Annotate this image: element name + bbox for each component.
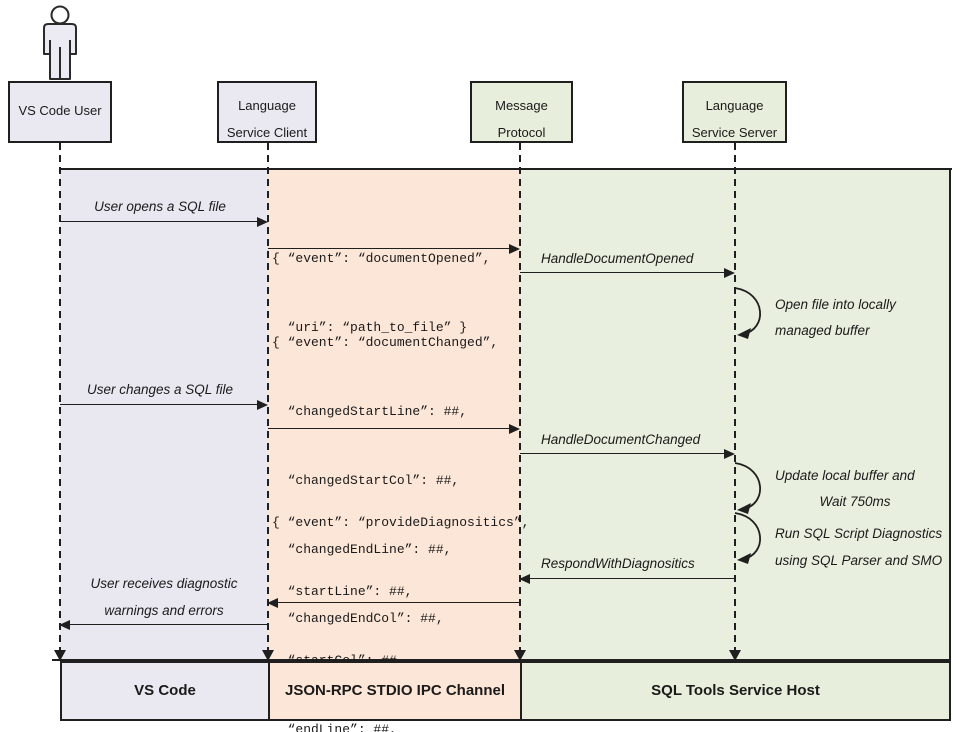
- arrow-document-opened: [268, 248, 512, 249]
- self-loop-icon: [734, 462, 761, 514]
- self-loop-icon: [734, 287, 761, 339]
- message-label-user-opens: User opens a SQL file: [94, 199, 226, 214]
- json-message-document-opened: { “event”: “documentOpened”, “uri”: “pat…: [272, 251, 491, 335]
- lifeline-service-client: [267, 143, 269, 660]
- actor-label: Language: [238, 98, 296, 113]
- actor-box-language-service-client: Language Service Client: [217, 81, 317, 143]
- footer-box-service-host: SQL Tools Service Host: [520, 661, 951, 721]
- actor-label: Message: [495, 98, 548, 113]
- arrow-diagnostics-to-user: [68, 624, 268, 625]
- message-label-handle-document-changed: HandleDocumentChanged: [541, 432, 701, 447]
- self-loop-icon: [734, 512, 761, 564]
- actor-box-vscode-user: VS Code User: [8, 81, 112, 143]
- arrow-handle-document-changed: [520, 453, 727, 454]
- arrow-document-changed: [268, 428, 512, 429]
- lifeline-terminal-line: [52, 659, 951, 661]
- actor-label: Protocol: [497, 125, 546, 140]
- message-label-handle-document-opened: HandleDocumentOpened: [541, 251, 694, 266]
- arrow-diagnostics-to-client: [276, 602, 520, 603]
- loop-annotation-open-file: Open file into locally managed buffer: [775, 297, 896, 338]
- message-label-user-receives: User receives diagnostic warnings and er…: [90, 576, 238, 618]
- arrowhead-down-icon: [729, 650, 741, 661]
- arrowhead-down-icon: [514, 650, 526, 661]
- arrow-handle-document-opened: [520, 272, 727, 273]
- lane-right-border: [949, 168, 951, 660]
- actor-box-language-service-server: Language Service Server: [682, 81, 787, 143]
- actor-label: VS Code User: [18, 103, 102, 118]
- arrowhead-right-icon: [509, 424, 520, 434]
- arrowhead-left-icon: [267, 598, 278, 608]
- actor-label: Service Client: [226, 125, 308, 140]
- lifeline-vscode-user: [59, 143, 61, 660]
- arrowhead-right-icon: [257, 217, 268, 227]
- lane-top-border: [59, 168, 952, 170]
- actor-label: Language: [705, 98, 764, 113]
- footer-box-vscode: VS Code: [60, 661, 270, 721]
- arrowhead-down-icon: [54, 650, 66, 661]
- arrow-user-changes: [60, 404, 260, 405]
- arrow-user-opens: [60, 221, 260, 222]
- arrowhead-right-icon: [257, 400, 268, 410]
- lifeline-message-protocol: [519, 143, 521, 660]
- arrowhead-right-icon: [724, 268, 735, 278]
- footer-box-ipc-channel: JSON-RPC STDIO IPC Channel: [268, 661, 522, 721]
- arrowhead-right-icon: [509, 244, 520, 254]
- loop-annotation-run-diagnostics: Run SQL Script Diagnostics using SQL Par…: [775, 526, 943, 568]
- loop-annotation-update-buffer: Update local buffer and: [775, 468, 915, 483]
- arrowhead-left-icon: [519, 574, 530, 584]
- actor-label: Service Server: [691, 125, 778, 140]
- lane-vscode: [60, 170, 268, 660]
- loop-annotation-wait: Wait 750ms: [819, 494, 891, 509]
- message-label-user-changes: User changes a SQL file: [86, 382, 234, 397]
- arrow-respond-with-diagnostics: [528, 578, 735, 579]
- user-actor-icon: [43, 5, 77, 80]
- lifeline-service-server: [734, 143, 736, 660]
- arrowhead-left-icon: [59, 620, 70, 630]
- actor-box-message-protocol: Message Protocol: [470, 81, 573, 143]
- lane-ipc-channel: [268, 170, 520, 660]
- arrowhead-right-icon: [724, 449, 735, 459]
- arrowhead-down-icon: [262, 650, 274, 661]
- message-label-respond-with-diagnostics: RespondWithDiagnositics: [541, 556, 695, 571]
